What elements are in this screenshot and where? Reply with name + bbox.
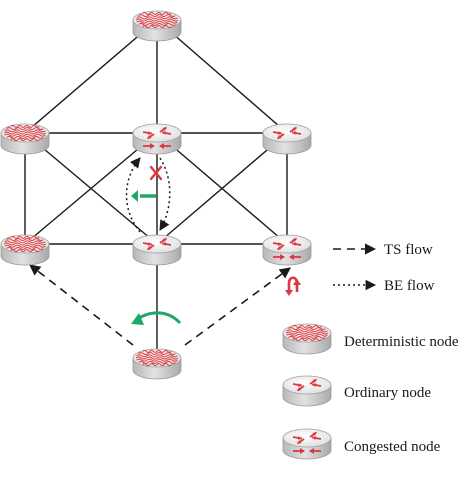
link-top-to-upper-right — [156, 19, 288, 134]
router-bottom-icon — [132, 348, 182, 380]
blocked-x-icon — [149, 165, 163, 181]
legend-deterministic-node-label: Deterministic node — [344, 334, 459, 350]
green-curved-arrow-icon — [131, 311, 182, 325]
ts-flow-path-right — [184, 267, 291, 346]
router-lower-right-icon — [262, 234, 312, 266]
flows-layer — [29, 157, 291, 346]
legend-congested-node-label: Congested node — [344, 439, 441, 455]
link-top-to-upper-left — [24, 19, 158, 134]
legend-congested-node-icon — [282, 428, 332, 460]
legend-deterministic-router-icon — [282, 323, 332, 355]
annotations — [131, 165, 301, 325]
nodes-layer — [0, 10, 312, 380]
green-reroute-arrow-icon — [131, 190, 156, 202]
legend-congested-router-icon — [282, 428, 332, 460]
router-lower-center-icon — [132, 234, 182, 266]
legend-ts-flow-label: TS flow — [384, 242, 433, 258]
be-flow-path — [125, 157, 141, 233]
red-loop-icon — [285, 276, 301, 296]
router-top-icon — [132, 10, 182, 42]
legend-ts-flow: TS flow — [333, 242, 433, 258]
legend-deterministic-node-icon — [282, 323, 332, 355]
ts-flow-path-left — [29, 264, 134, 346]
link-upper-center-to-lower-right — [156, 132, 288, 245]
link-upper-center-to-lower-left — [24, 132, 158, 245]
links-layer — [24, 19, 288, 358]
legend-ordinary-node-icon — [282, 375, 332, 407]
router-upper-right-icon — [262, 123, 312, 155]
legend-ordinary-router-icon — [282, 375, 332, 407]
legend-be-flow: BE flow — [333, 278, 435, 294]
router-lower-left-icon — [0, 234, 50, 266]
be-flow-path-return — [159, 157, 171, 231]
router-upper-left-icon — [0, 123, 50, 155]
router-upper-center-icon — [132, 123, 182, 155]
legend: TS flow BE flow Deterministic node Ordin… — [282, 242, 459, 460]
legend-be-flow-label: BE flow — [384, 278, 435, 294]
legend-ordinary-node-label: Ordinary node — [344, 385, 431, 401]
